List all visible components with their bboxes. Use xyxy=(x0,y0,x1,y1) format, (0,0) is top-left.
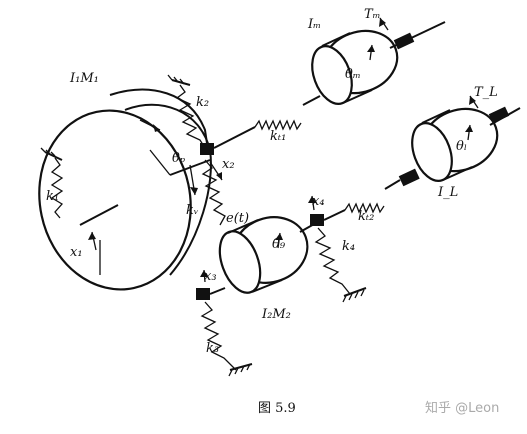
coupling-il xyxy=(398,168,420,187)
cylinder-il xyxy=(411,107,499,182)
label-x3: x₃ xyxy=(204,269,217,284)
torque-block-tl xyxy=(488,106,510,124)
label-tm: Tₘ xyxy=(364,7,381,22)
ground-k4 xyxy=(343,287,367,297)
cylinder-i2m2 xyxy=(218,216,309,294)
ground-k1 xyxy=(44,151,63,161)
watermark: 知乎 @Leon xyxy=(425,400,499,416)
spring-kt1 xyxy=(213,95,321,149)
label-tl: T_L xyxy=(474,85,498,100)
label-theta-l: θₗ xyxy=(456,139,467,154)
shaft-disk xyxy=(79,204,119,226)
bearing-top xyxy=(200,143,214,155)
label-im: Iₘ xyxy=(307,17,321,32)
bearing-bottom xyxy=(196,288,210,300)
spring-kt2 xyxy=(323,179,401,221)
label-i2m2: I₂M₂ xyxy=(261,307,291,322)
label-k2: k₂ xyxy=(196,95,209,110)
label-x1: x₁ xyxy=(70,245,83,260)
torque-block-tm xyxy=(393,32,415,50)
label-kt1: kₜ₁ xyxy=(270,129,286,144)
label-x4: x₄ xyxy=(312,194,325,209)
label-k1: k₁ xyxy=(46,189,59,204)
label-theta-p: θₚ xyxy=(172,151,185,166)
label-theta-m: θₘ xyxy=(345,67,361,82)
label-k3: k₃ xyxy=(206,341,219,356)
label-k4: k₄ xyxy=(342,239,355,254)
label-kt2: kₜ₂ xyxy=(358,209,374,224)
label-kv: kᵥ xyxy=(186,203,199,218)
spring-k1 xyxy=(40,147,64,219)
cylinder-im xyxy=(311,29,399,105)
figure-caption: 图 5.9 xyxy=(258,401,296,416)
label-x2: x₂ xyxy=(222,157,235,172)
label-i1m1: I₁M₁ xyxy=(69,71,99,86)
spring-kv xyxy=(201,159,226,226)
spring-k2 xyxy=(167,74,206,149)
shaft-bottom-left xyxy=(209,287,226,295)
ground-k2 xyxy=(171,79,191,86)
bearing-right xyxy=(310,214,324,226)
label-e-t: e(t) xyxy=(226,211,249,226)
spring-k3 xyxy=(200,301,253,377)
ground-k3 xyxy=(229,363,253,371)
label-theta-g: θ₉ xyxy=(272,237,286,252)
spring-k4 xyxy=(314,227,367,303)
label-il: I_L xyxy=(437,185,458,200)
